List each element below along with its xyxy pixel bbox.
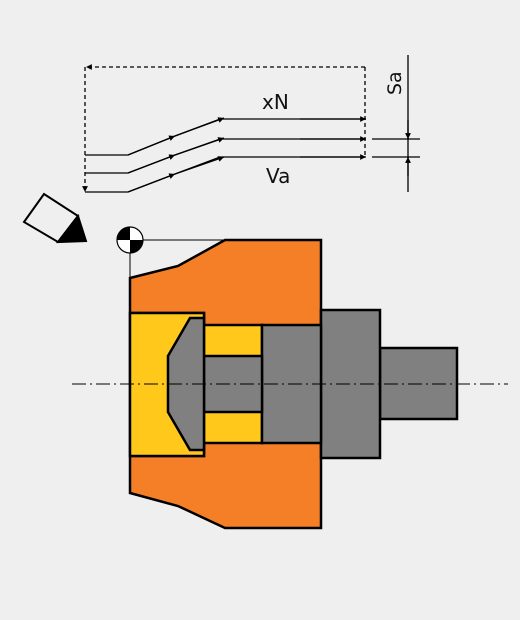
pass-1-path (85, 118, 365, 156)
pass-2-arrow-b (174, 137, 225, 156)
pass-1-arrow-a (127, 135, 176, 156)
pass-2-path (85, 138, 365, 174)
pass-1-arrow-b (174, 117, 225, 137)
stepover-label: Sa (384, 71, 406, 95)
pass-3-arrow-a (127, 173, 176, 193)
pass-3-path (85, 156, 365, 193)
infeed-feed-label: Va (266, 164, 290, 188)
infeed-count-label: xN (262, 90, 289, 114)
tool-path-schematic (82, 55, 420, 193)
pass-2-arrow-a (127, 154, 176, 174)
cutting-tool-icon (22, 192, 88, 244)
pass-3-arrow-b (174, 156, 225, 175)
